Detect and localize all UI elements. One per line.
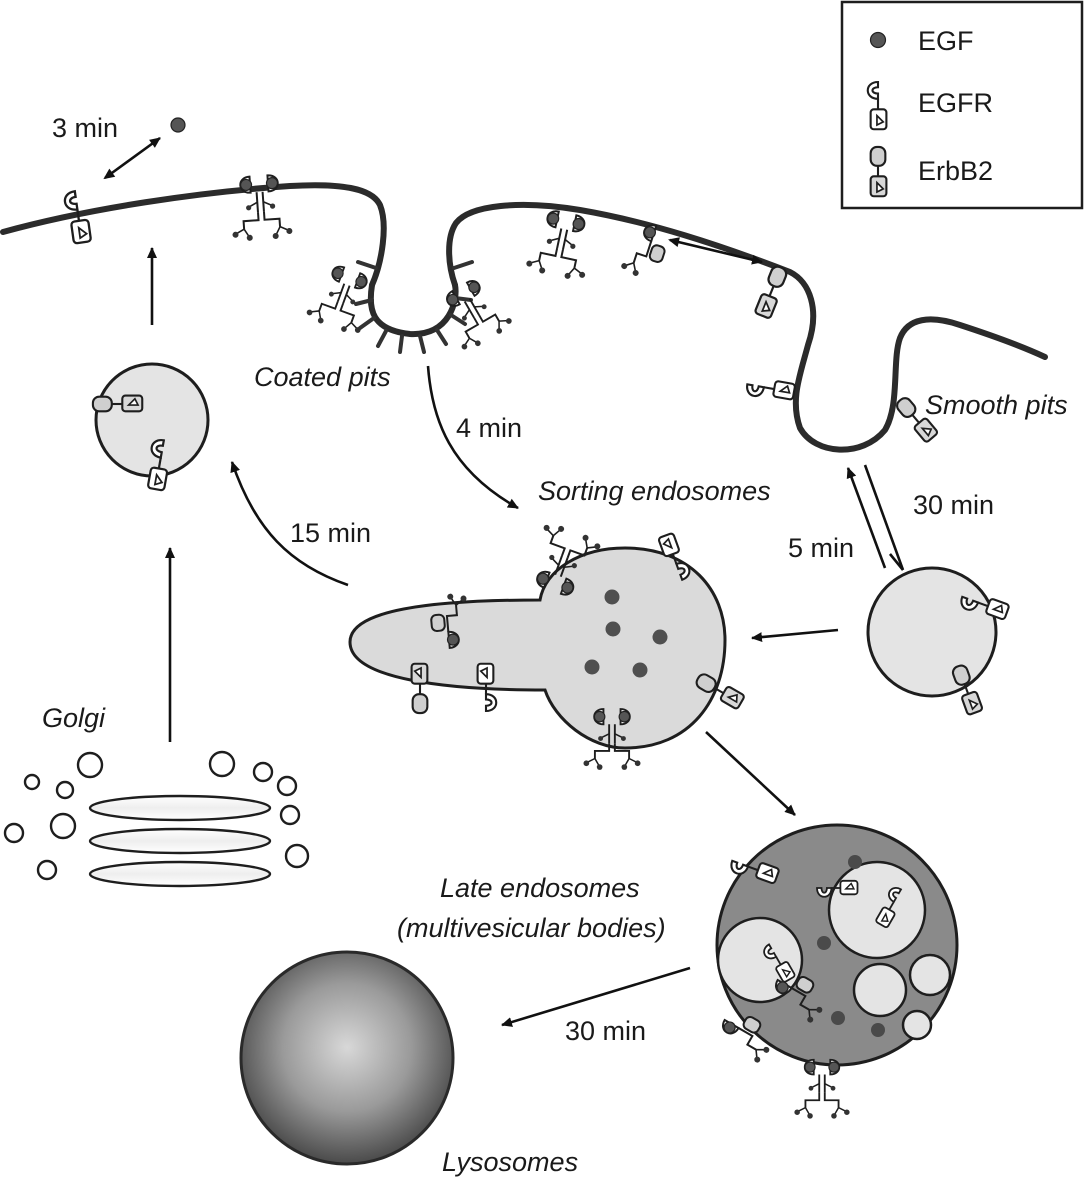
arrows	[103, 136, 905, 1027]
label-late-endosomes-line1: Late endosomes	[440, 873, 640, 903]
time-egf-binding: 3 min	[52, 113, 118, 143]
sorting-endosome	[348, 519, 746, 771]
legend-egf-label: EGF	[918, 26, 974, 56]
label-golgi: Golgi	[42, 703, 106, 733]
time-recycling: 15 min	[290, 518, 371, 548]
legend-erbb2-label: ErbB2	[918, 156, 993, 186]
recycling-vesicle	[91, 362, 210, 492]
smooth-vesicle	[866, 566, 1011, 717]
legend-egf-dot	[869, 31, 887, 49]
smooth-pit-egfr	[744, 375, 797, 404]
label-smooth-pits: Smooth pits	[925, 390, 1068, 420]
golgi-apparatus	[3, 750, 310, 888]
free-egf-dot	[170, 117, 186, 133]
plasma-membrane	[0, 182, 1048, 453]
label-lysosomes: Lysosomes	[442, 1147, 578, 1177]
time-smooth-pit-return: 5 min	[788, 533, 854, 563]
surface-erbb2	[753, 263, 791, 320]
coated-pit	[303, 259, 516, 355]
legend: EGF EGFR ErbB2	[840, 0, 1084, 210]
label-sorting-endosomes: Sorting endosomes	[538, 476, 771, 506]
lysosome	[239, 950, 455, 1166]
late-endosome	[713, 823, 959, 1120]
label-late-endosomes-line2: (multivesicular bodies)	[397, 913, 666, 943]
label-coated-pits: Coated pits	[254, 362, 391, 392]
time-coated-pit-internalization: 4 min	[456, 413, 522, 443]
legend-egfr-label: EGFR	[918, 88, 993, 118]
surface-dimer-2	[523, 206, 598, 284]
time-smooth-pit-internalization: 30 min	[913, 490, 994, 520]
time-lysosome-delivery: 30 min	[565, 1016, 646, 1046]
